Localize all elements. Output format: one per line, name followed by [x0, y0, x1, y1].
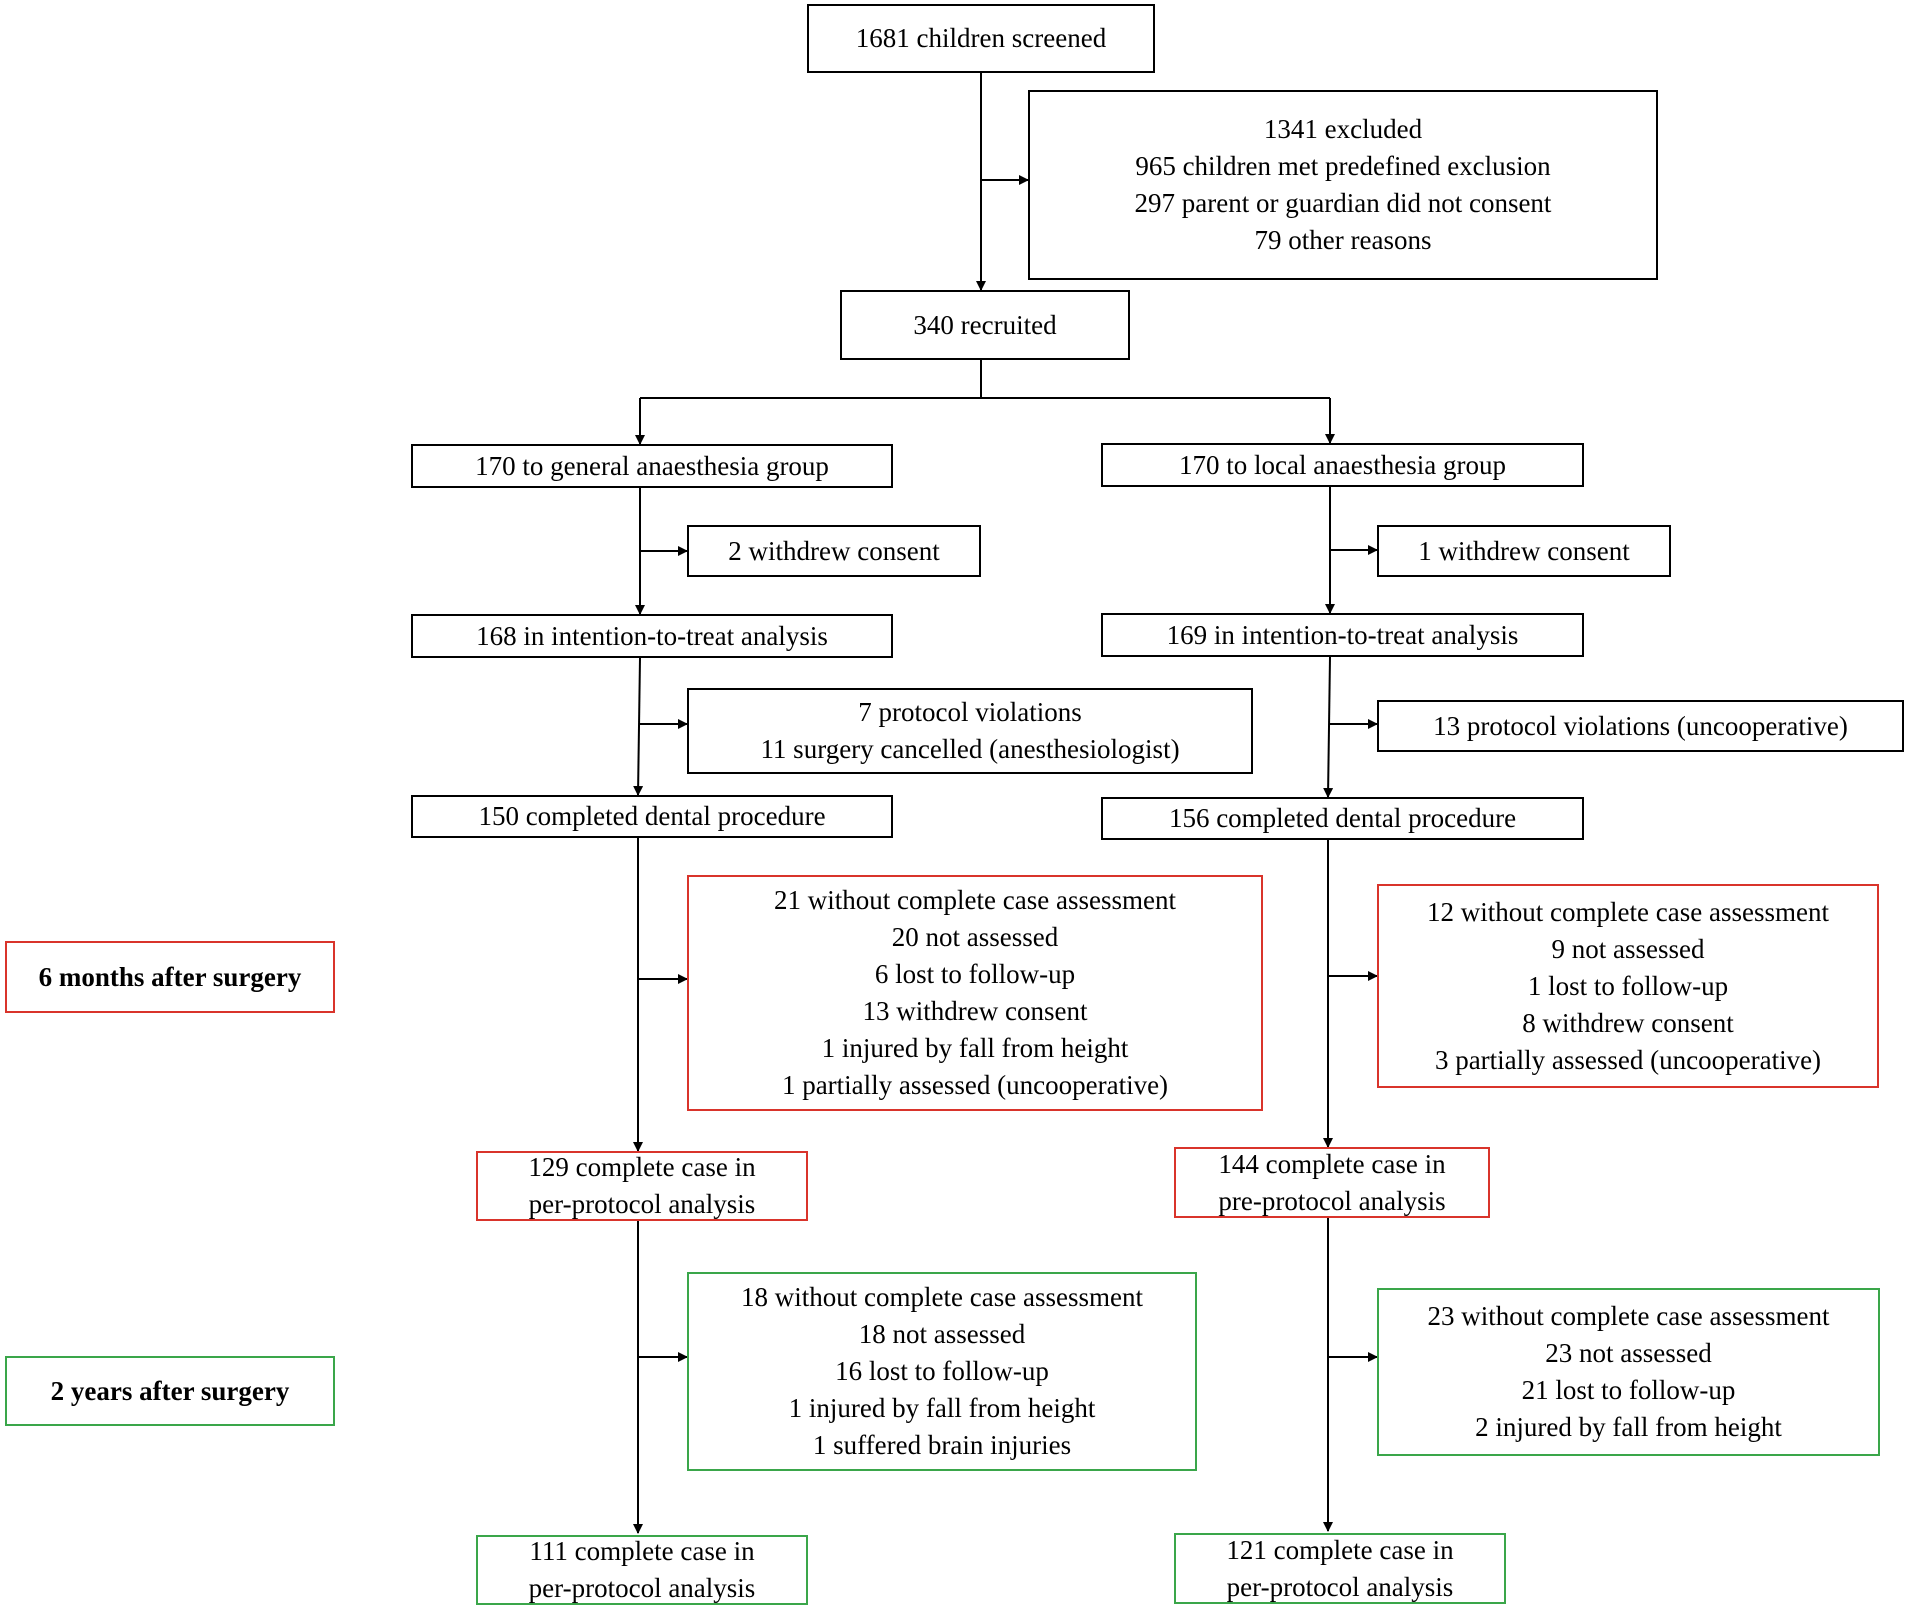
arrow-local-itt-to-completed: [1323, 656, 1334, 798]
box-text-line: 23 not assessed: [1545, 1338, 1712, 1368]
box-text-line: 21 without complete case assessment: [774, 885, 1176, 915]
box-text-line: 7 protocol violations: [858, 697, 1082, 727]
box-text-line: 79 other reasons: [1254, 225, 1432, 255]
box-text-line: 9 not assessed: [1551, 933, 1705, 964]
recruited-box: 340 recruited: [840, 290, 1130, 360]
box-text-line: 8 withdrew consent: [1522, 1007, 1734, 1038]
box-text-line: 168 in intention-to-treat analysis: [476, 620, 828, 651]
box-text-line: per-protocol analysis: [1226, 1571, 1454, 1602]
box-text-line: 3 partially assessed (uncooperative): [1434, 1044, 1822, 1075]
box-text-line: 11 surgery cancelled (anesthesiologist): [760, 734, 1180, 764]
box-text-line: 1 lost to follow-up: [1527, 970, 1729, 1001]
box-text-line: 1 injured by fall from height: [821, 1033, 1129, 1063]
box-text-line: 297 parent or guardian did not consent: [1134, 188, 1552, 218]
general-withdrew-box: 2 withdrew consent: [687, 525, 981, 577]
general-completed-box: 150 completed dental procedure: [411, 795, 893, 838]
box-text-line: 150 completed dental procedure: [478, 801, 826, 831]
box-text-line: 340 recruited: [913, 309, 1057, 340]
box-text-line: 6 lost to follow-up: [874, 959, 1076, 989]
two-years-label: 2 years after surgery: [5, 1356, 335, 1426]
box-text-line: 13 protocol violations (uncooperative): [1433, 710, 1848, 741]
box-text-line: 111 complete case in: [529, 1536, 755, 1566]
local-six-month-loss-box: 12 without complete case assessment 9 not…: [1377, 884, 1879, 1088]
general-two-year-loss-box: 18 without complete case assessment 18 no…: [687, 1272, 1197, 1471]
box-text-line: 18 without complete case assessment: [741, 1282, 1143, 1312]
box-text-line: 21 lost to follow-up: [1521, 1375, 1736, 1405]
local-two-year-pp-box: 121 complete case in per-protocol analysi…: [1174, 1533, 1506, 1604]
box-text-line: 23 without complete case assessment: [1427, 1301, 1830, 1331]
box-text-line: per-protocol analysis: [528, 1189, 756, 1219]
box-text-line: 169 in intention-to-treat analysis: [1166, 619, 1519, 650]
local-group-box: 170 to local anaesthesia group: [1101, 443, 1584, 487]
box-text-line: 144 complete case in: [1218, 1148, 1446, 1179]
general-six-month-pp-box: 129 complete case in per-protocol analysi…: [476, 1151, 808, 1221]
box-text-line: 16 lost to follow-up: [835, 1356, 1049, 1386]
box-text-line: 1341 excluded: [1263, 114, 1423, 144]
box-text-line: 12 without complete case assessment: [1427, 896, 1829, 927]
box-text-line: 20 not assessed: [891, 922, 1059, 952]
box-text-line: 2 withdrew consent: [728, 535, 940, 566]
arrow-general-itt-to-completed: [633, 657, 644, 796]
general-two-year-pp-box: 111 complete case in per-protocol analysi…: [476, 1535, 808, 1605]
general-six-month-loss-box: 21 without complete case assessment 20 no…: [687, 875, 1263, 1111]
box-text-line: 170 to general anaesthesia group: [475, 450, 829, 481]
six-months-label: 6 months after surgery: [5, 941, 335, 1013]
general-violations-box: 7 protocol violations 11 surgery cancelle…: [687, 688, 1253, 774]
box-text-line: 1 partially assessed (uncooperative): [781, 1070, 1169, 1100]
box-text-line: 965 children met predefined exclusion: [1135, 151, 1551, 181]
local-withdrew-box: 1 withdrew consent: [1377, 525, 1671, 577]
general-itt-box: 168 in intention-to-treat analysis: [411, 614, 893, 658]
box-text-line: 156 completed dental procedure: [1168, 803, 1517, 833]
box-text-line: 1 withdrew consent: [1418, 535, 1630, 566]
box-text-line: 121 complete case in: [1226, 1534, 1454, 1565]
general-group-box: 170 to general anaesthesia group: [411, 444, 893, 488]
local-itt-box: 169 in intention-to-treat analysis: [1101, 613, 1584, 657]
box-text-line: pre-protocol analysis: [1218, 1185, 1446, 1216]
local-violations-box: 13 protocol violations (uncooperative): [1377, 700, 1904, 752]
box-text-line: 1 injured by fall from height: [788, 1393, 1096, 1423]
box-text-line: 129 complete case in: [528, 1152, 756, 1182]
local-completed-box: 156 completed dental procedure: [1101, 797, 1584, 840]
box-text-line: 2 injured by fall from height: [1475, 1412, 1782, 1442]
local-six-month-pp-box: 144 complete case in pre-protocol analysi…: [1174, 1147, 1490, 1218]
box-text-line: 1 suffered brain injuries: [812, 1430, 1072, 1460]
box-text-line: 170 to local anaesthesia group: [1179, 449, 1506, 480]
box-text-line: 1681 children screened: [855, 23, 1107, 53]
box-text-line: 18 not assessed: [858, 1319, 1026, 1349]
screened-box: 1681 children screened: [807, 4, 1155, 73]
local-two-year-loss-box: 23 without complete case assessment 23 no…: [1377, 1288, 1880, 1456]
box-text-line: per-protocol analysis: [528, 1573, 756, 1603]
box-text-line: 13 withdrew consent: [862, 996, 1088, 1026]
excluded-box: 1341 excluded 965 children met predefined…: [1028, 90, 1658, 280]
